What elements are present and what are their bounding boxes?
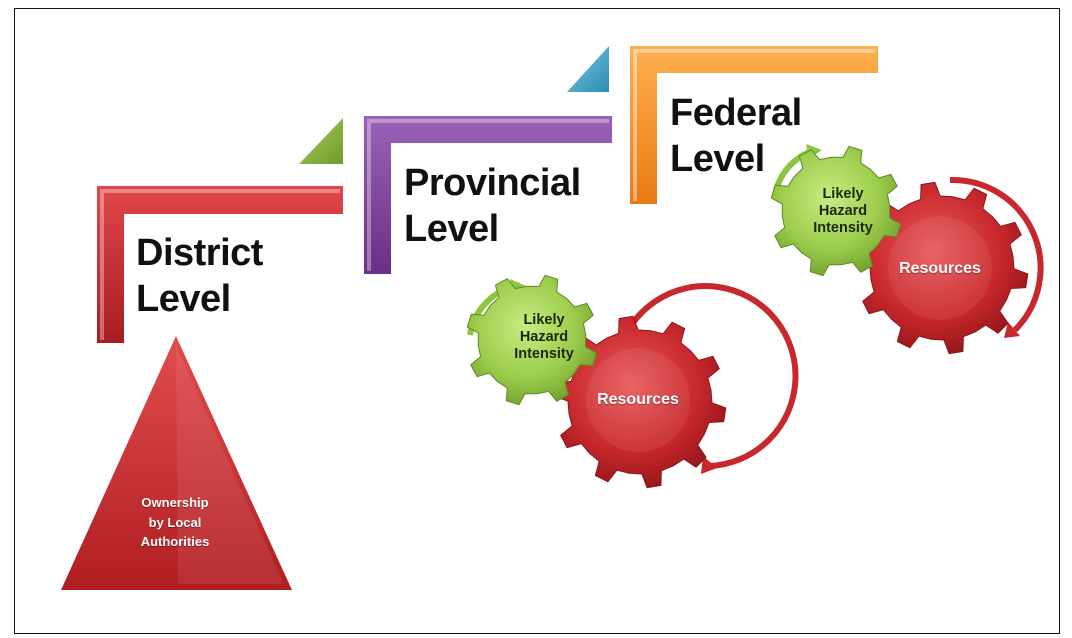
likely-hazard-intensity-label: Likely Hazard Intensity: [514, 312, 574, 363]
provincial-level-bracket: [364, 116, 612, 274]
likely-hazard-intensity-gear: [466, 274, 598, 406]
ownership-label: Ownership by Local Authorities: [140, 495, 210, 549]
federal-gear-set: [770, 144, 1044, 355]
likely-hazard-intensity-label: Likely Hazard Intensity: [813, 186, 873, 237]
red-gear-arrow: [949, 176, 1044, 333]
resources-gear: [553, 315, 727, 489]
ownership-triangle: [61, 336, 292, 590]
provincial-gear-set: [466, 274, 799, 489]
district-level-bracket: [97, 186, 343, 343]
likely-hazard-intensity-gear: [770, 145, 902, 277]
red-gear-arrow: [615, 283, 799, 469]
resources-label: Resources: [899, 260, 981, 277]
resources-label: Resources: [597, 391, 679, 408]
federal-level-bracket: [630, 46, 878, 204]
green-step-triangle: [299, 118, 343, 164]
blue-step-triangle: [567, 46, 609, 92]
